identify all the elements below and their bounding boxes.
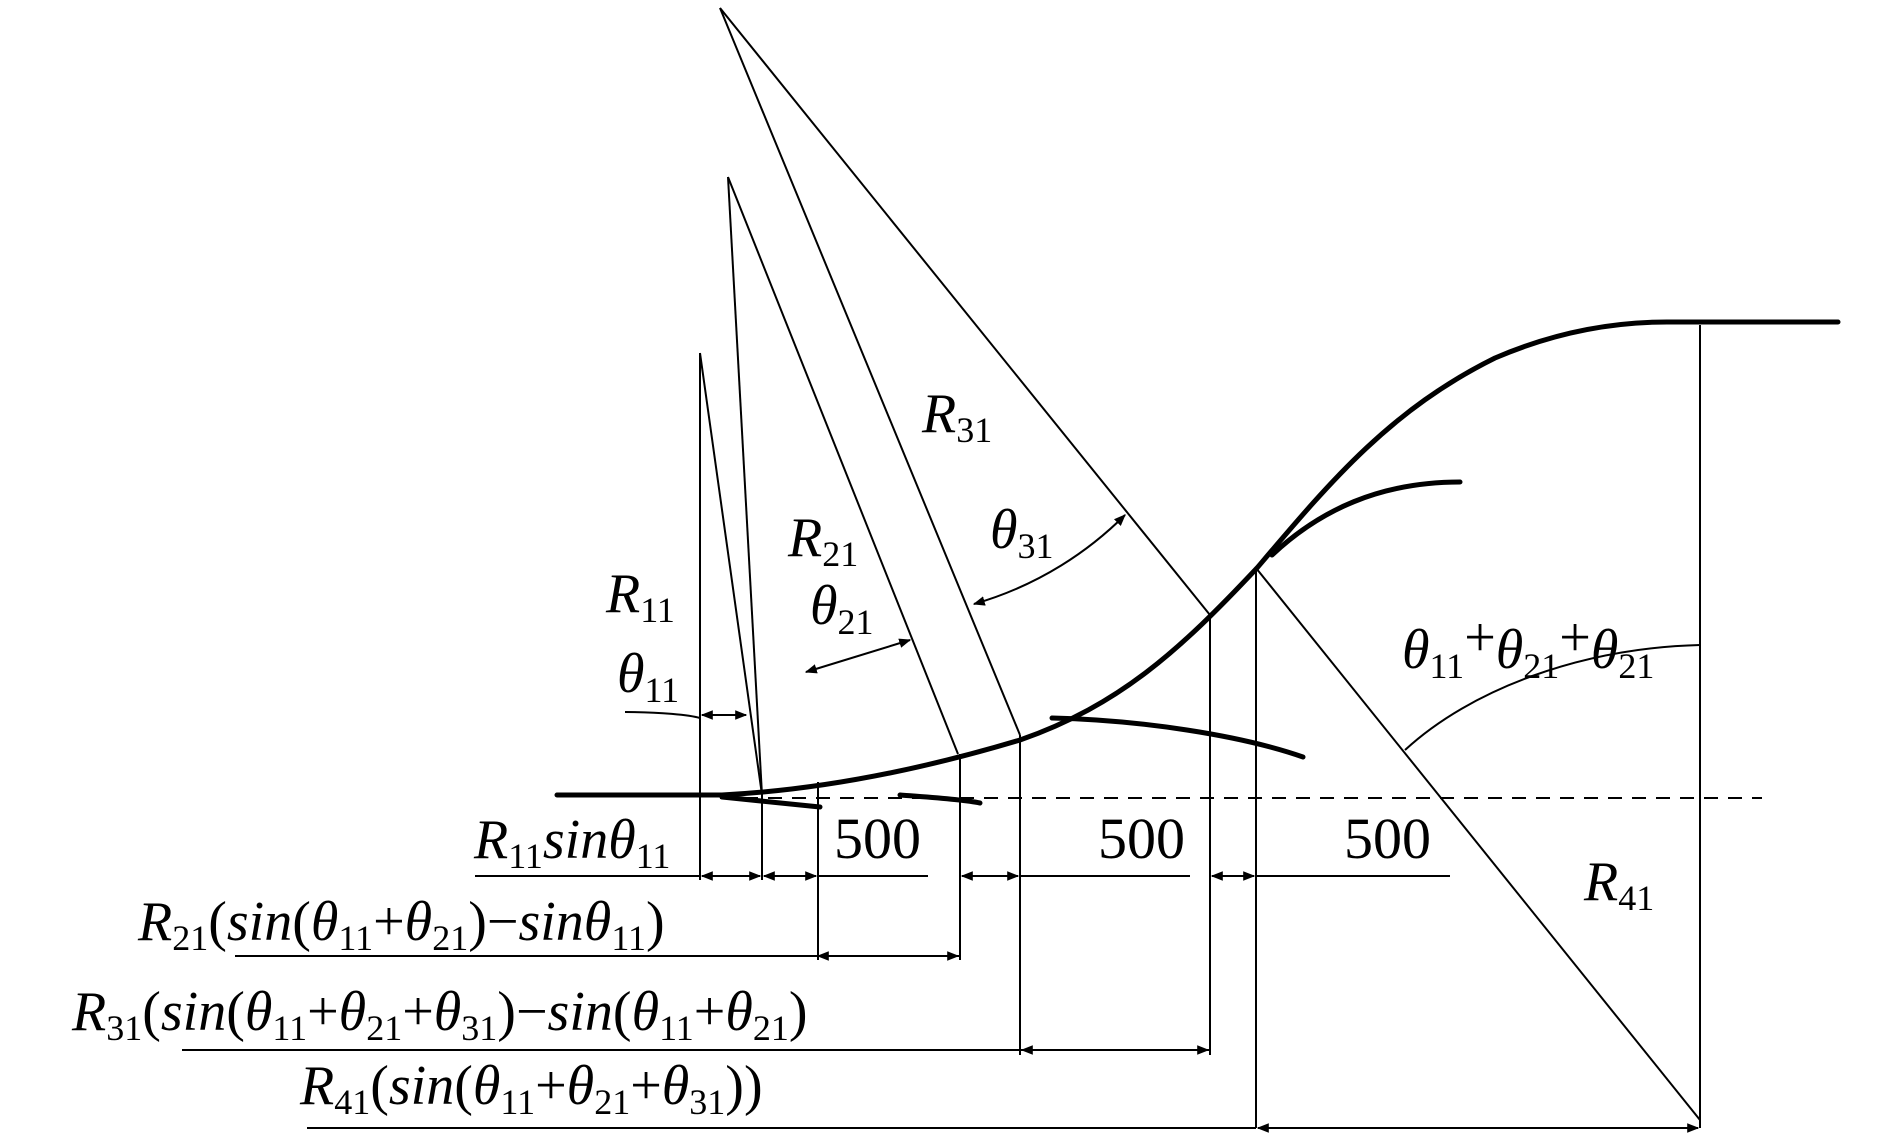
theta31-arrow [972, 514, 1126, 606]
radius-r31-b [719, 7, 1211, 616]
label-r11: R11 [605, 563, 675, 630]
radius-r41 [1255, 567, 1701, 1121]
formula-r21: R21(sin(θ11+θ21)−sinθ11) [137, 891, 665, 958]
tangent-arc-1 [719, 794, 823, 810]
theta-sum-arc [1404, 644, 1701, 751]
label-theta11: θ11 [617, 643, 679, 710]
label-r31: R31 [921, 383, 992, 450]
tangent-arc-4 [1269, 479, 1463, 558]
radius-r11 [699, 352, 763, 796]
tangent-arc-3 [1049, 715, 1306, 760]
main-curve [554, 319, 1841, 798]
formula-r41: R41(sin(θ11+θ21+θ31)) [299, 1055, 763, 1122]
dimension-500-2: 500 [1098, 806, 1185, 871]
label-r21: R21 [787, 507, 858, 574]
dimension-500-3: 500 [1344, 806, 1431, 871]
tangent-arc-2 [897, 792, 983, 806]
radius-r21-b [727, 176, 959, 755]
formula-r31: R31(sin(θ11+θ21+θ31)−sin(θ11+θ21) [71, 981, 808, 1048]
label-theta31: θ31 [990, 499, 1054, 566]
formula-r11-sin-theta11: R11sinθ11 [473, 809, 670, 876]
label-r41: R41 [1583, 851, 1654, 918]
radius-r31-a [719, 7, 1021, 736]
radius-r21-a [727, 176, 763, 796]
label-theta21: θ21 [810, 575, 874, 642]
theta11-leader [624, 711, 701, 719]
theta21-arrow [804, 638, 912, 674]
dimension-500-1: 500 [834, 806, 921, 871]
label-theta-sum: θ11+θ21+θ21 [1402, 607, 1654, 686]
